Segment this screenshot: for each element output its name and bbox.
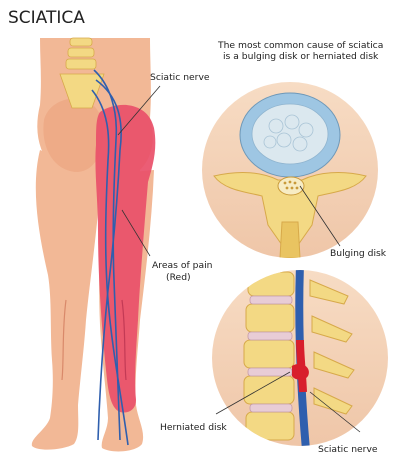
sciatic-nerve-body [91, 69, 129, 446]
label-bulging-disk: Bulging disk [330, 248, 387, 259]
label-herniated-disk: Herniated disk [160, 422, 227, 433]
left-leg [31, 150, 100, 450]
diagram-title: SCIATICA [8, 8, 85, 28]
intervertebral-disks [247, 295, 293, 413]
label-areas-of-pain: Areas of pain [152, 260, 213, 271]
calf-line-left [61, 299, 67, 381]
leader-lines [117, 85, 361, 433]
nerve-root-bundle [277, 176, 305, 196]
caption-line-2: is a bulging disk or herniated disk [223, 51, 379, 62]
caption-line-1: The most common cause of sciatica [217, 40, 383, 51]
pain-area [95, 104, 156, 413]
label-sciatic-nerve-bottom: Sciatic nerve [318, 444, 378, 455]
calf-line-right [121, 299, 127, 381]
disk-nucleus [251, 103, 329, 165]
vertebra-wings [213, 172, 367, 246]
nerve-root-dots [283, 180, 299, 190]
label-sciatic-nerve-top: Sciatic nerve [150, 72, 210, 83]
bulging-disk-inset [202, 82, 378, 258]
lumbar-spine [59, 37, 105, 109]
label-areas-of-pain-red: (Red) [166, 272, 191, 283]
spinous-process [279, 221, 301, 258]
herniated-disk-inset [212, 270, 388, 446]
red-nerve-segment [296, 339, 307, 393]
spinous-processes [309, 279, 355, 415]
body-back-view [31, 37, 156, 452]
vertebral-bodies [243, 271, 295, 441]
left-buttock [43, 98, 104, 172]
nucleus-texture [263, 114, 314, 152]
